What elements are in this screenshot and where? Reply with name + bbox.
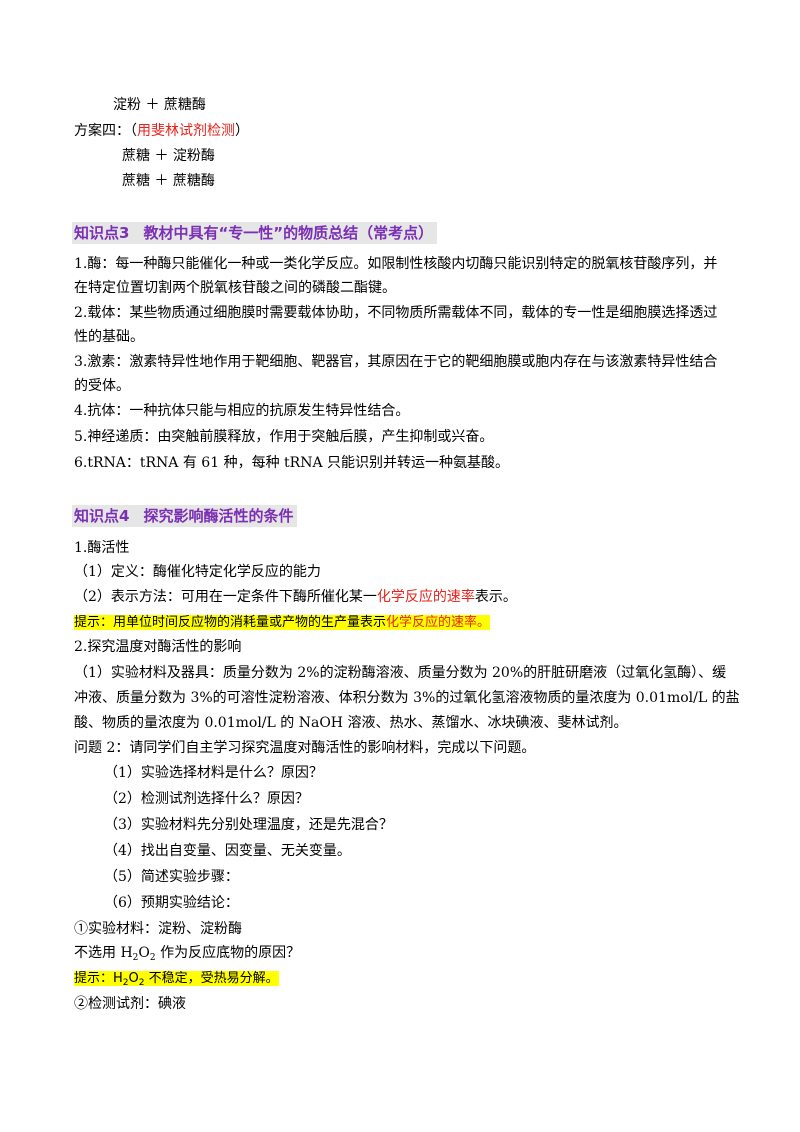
text-run: ） — [235, 123, 249, 139]
subscript: 2 — [132, 953, 139, 963]
text-run: 作为反应底物的原因？ — [155, 945, 301, 961]
text-run: （2）表示方法：可用在一定条件下酶所催化某一 — [74, 589, 377, 605]
tip-line: 提示：用单位时间反应物的消耗量或产物的生产量表示化学反应的速率。 — [74, 612, 491, 633]
paragraph-line: 4.抗体：一种抗体只能与相应的抗原发生特异性结合。 — [74, 403, 410, 419]
text-run: 不稳定，受热易分解。 — [144, 971, 279, 986]
section-title: 探究影响酶活性的条件 — [143, 507, 294, 525]
paragraph-line: （1）实验材料及器具：质量分数为 2%的淀粉酶溶液、质量分数为 20%的肝脏研磨… — [74, 665, 727, 681]
paragraph-line: （1）定义：酶催化特定化学反应的能力 — [74, 564, 321, 580]
question-item: （1）实验选择材料是什么？原因？ — [104, 765, 323, 781]
section-heading: 知识点4 探究影响酶活性的条件 — [72, 505, 298, 527]
paragraph-line: 在特定位置切割两个脱氧核苷酸之间的磷酸二酯键。 — [74, 280, 396, 296]
paragraph-line: ②检测试剂：碘液 — [74, 996, 186, 1012]
paragraph-line: 不选用 H2O2 作为反应底物的原因？ — [74, 943, 300, 968]
paragraph-line: 1.酶：每一种酶只能催化一种或一类化学反应。如限制性核酸内切酶只能识别特定的脱氧… — [74, 256, 718, 272]
question-item: （6）预期实验结论： — [104, 895, 239, 911]
text-run-red: 用斐林试剂检测 — [137, 123, 235, 139]
paragraph-line: 2.载体：某些物质通过细胞膜时需要载体协助，不同物质所需载体不同，载体的专一性是… — [74, 305, 718, 321]
text-line: 淀粉 ＋ 蔗糖酶 — [113, 97, 206, 113]
paragraph-line: 5.神经递质：由突触前膜释放，作用于突触后膜，产生抑制或兴奋。 — [74, 429, 494, 445]
text-run-red: 化学反应的速率 — [376, 589, 475, 605]
text-run: 不选用 H — [74, 945, 133, 961]
section-title: 教材中具有“专一性”的物质总结（常考点） — [143, 224, 434, 242]
text-run: 提示：H — [74, 971, 123, 986]
paragraph-line: 酸、物质的量浓度为 0.01mol/L 的 NaOH 溶液、热水、蒸馏水、冰块碘… — [74, 715, 628, 731]
tip-highlight: 提示：用单位时间反应物的消耗量或产物的生产量表示化学反应的速率。 — [74, 615, 491, 630]
text-line: 蔗糖 ＋ 淀粉酶 — [122, 148, 215, 164]
text-line: 蔗糖 ＋ 蔗糖酶 — [122, 173, 215, 189]
paragraph-line: 3.激素：激素特异性地作用于靶细胞、靶器官，其原因在于它的靶细胞膜或胞内存在与该… — [74, 354, 718, 370]
subscript: 2 — [122, 978, 129, 988]
text-run: 表示。 — [474, 589, 517, 605]
paragraph-line: （2）表示方法：可用在一定条件下酶所催化某一化学反应的速率表示。 — [74, 587, 517, 607]
paragraph-line: 的受体。 — [74, 378, 130, 394]
text-run: 方案四：（ — [74, 123, 137, 139]
paragraph-line: 2.探究温度对酶活性的影响 — [74, 639, 242, 655]
subscript: 2 — [149, 953, 156, 963]
text-line: 方案四：（用斐林试剂检测） — [74, 121, 249, 141]
paragraph-line: ①实验材料：淀粉、淀粉酶 — [74, 921, 242, 937]
section-number: 知识点4 — [74, 507, 130, 525]
text-run: 提示：用单位时间反应物的消耗量或产物的生产量表示 — [74, 615, 387, 630]
paragraph-line: 问题 2：请同学们自主学习探究温度对酶活性的影响材料，完成以下问题。 — [74, 740, 536, 756]
tip-highlight: 提示：H2O2 不稳定，受热易分解。 — [74, 971, 279, 988]
section-number: 知识点3 — [74, 224, 130, 242]
text-run-red: 化学反应的速率。 — [386, 615, 491, 630]
question-item: （4）找出自变量、因变量、无关变量。 — [104, 843, 351, 859]
question-item: （2）检测试剂选择什么？原因？ — [104, 791, 309, 807]
paragraph-line: 6.tRNA：tRNA 有 61 种，每种 tRNA 只能识别并转运一种氨基酸。 — [74, 455, 510, 471]
question-item: （5）简述实验步骤： — [104, 869, 239, 885]
section-heading: 知识点3 教材中具有“专一性”的物质总结（常考点） — [72, 222, 438, 244]
text-run: O — [128, 971, 139, 986]
subscript: 2 — [138, 978, 145, 988]
paragraph-line: 冲液、质量分数为 3%的可溶性淀粉溶液、体积分数为 3%的过氧化氢溶液物质的量浓… — [74, 690, 740, 706]
question-item: （3）实验材料先分别处理温度，还是先混合？ — [104, 817, 393, 833]
text-run: O — [138, 945, 150, 961]
paragraph-line: 性的基础。 — [74, 329, 144, 345]
paragraph-line: 1.酶活性 — [74, 540, 130, 556]
tip-line: 提示：H2O2 不稳定，受热易分解。 — [74, 968, 279, 993]
